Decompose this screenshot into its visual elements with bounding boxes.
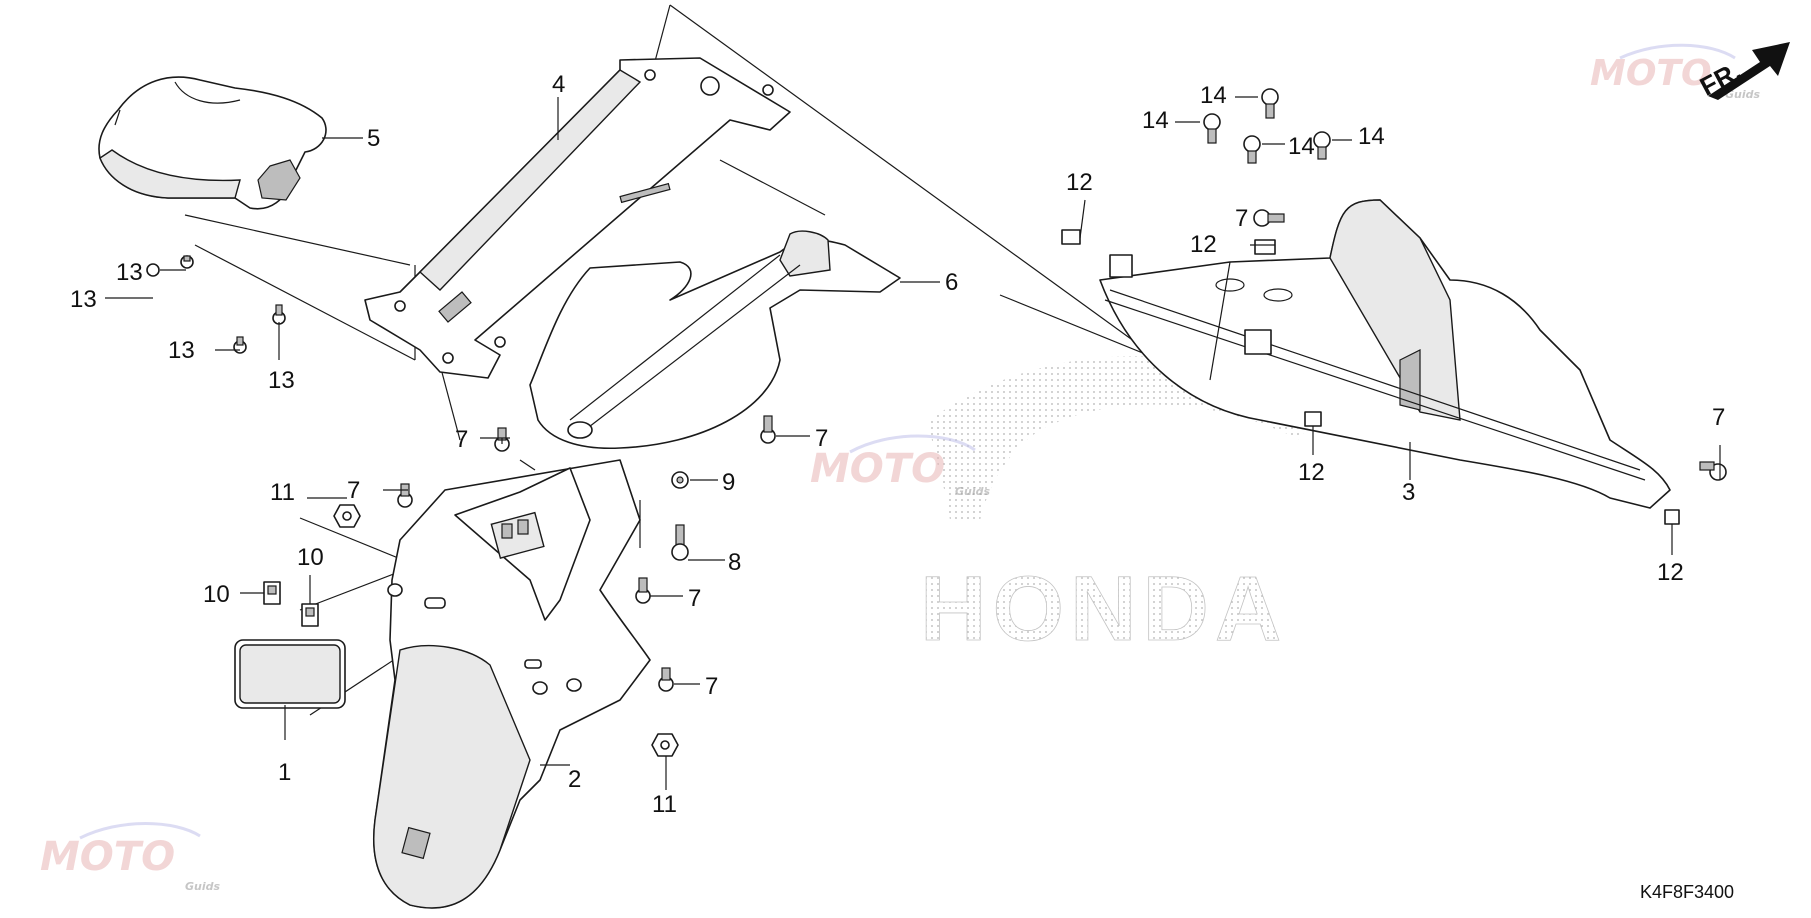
part-5-seat-cowl[interactable] <box>98 76 327 210</box>
bolt-icon[interactable] <box>1243 135 1261 164</box>
callout-13: 13 <box>70 286 97 313</box>
nut-icon[interactable] <box>671 471 689 489</box>
bolt-icon[interactable] <box>1261 88 1279 119</box>
bolt-icon[interactable] <box>1203 113 1221 144</box>
callout-7: 7 <box>705 673 718 700</box>
svg-text:Guids: Guids <box>185 880 221 893</box>
fasteners <box>146 88 1727 757</box>
svg-text:MOTO: MOTO <box>810 446 945 492</box>
bolt-icon[interactable] <box>1313 131 1331 160</box>
bolt-icon[interactable] <box>180 255 194 269</box>
clip-icon[interactable] <box>1254 239 1276 255</box>
diagram-code: K4F8F3400 <box>1640 882 1734 902</box>
part-3-rear-inner-cover[interactable] <box>1099 199 1671 509</box>
svg-text:MOTO: MOTO <box>40 834 175 880</box>
bolt-icon[interactable] <box>397 483 413 508</box>
callout-9: 9 <box>722 469 735 496</box>
bolt-icon[interactable] <box>1699 461 1727 481</box>
svg-text:MOTO: MOTO <box>1590 53 1712 94</box>
callout-14: 14 <box>1358 123 1385 150</box>
callout-1: 1 <box>278 759 291 786</box>
nut-icon[interactable] <box>651 733 679 757</box>
watermark-top-right: MOTO Guids <box>1590 43 1761 101</box>
callout-7: 7 <box>1235 205 1248 232</box>
callout-13: 13 <box>116 259 143 286</box>
bolt-icon[interactable] <box>272 304 286 325</box>
callout-5: 5 <box>367 125 380 152</box>
bolt-icon[interactable] <box>635 577 651 604</box>
callout-10: 10 <box>203 581 230 608</box>
svg-text:Guids: Guids <box>955 485 991 498</box>
callout-14: 14 <box>1142 107 1169 134</box>
callout-13: 13 <box>268 367 295 394</box>
leader-lines <box>105 96 1721 790</box>
clip-icon[interactable] <box>301 603 319 627</box>
callout-12: 12 <box>1190 231 1217 258</box>
callout-4: 4 <box>552 71 565 98</box>
clip-icon[interactable] <box>1664 509 1680 525</box>
part-1-reflector[interactable] <box>234 639 346 709</box>
callout-2: 2 <box>568 766 581 793</box>
callout-labels: 5 6 4 3 2 1 13 13 13 13 7 7 7 7 7 7 7 11… <box>70 71 1725 818</box>
callout-7: 7 <box>688 585 701 612</box>
callout-14: 14 <box>1200 82 1227 109</box>
bolt-icon[interactable] <box>671 524 689 561</box>
callout-6: 6 <box>945 269 958 296</box>
part-4-rear-stay[interactable] <box>364 57 791 379</box>
callout-11: 11 <box>270 479 295 506</box>
callout-7: 7 <box>1712 404 1725 431</box>
callout-8: 8 <box>728 549 741 576</box>
callout-7: 7 <box>347 477 360 504</box>
honda-logo-text: HONDA <box>920 558 1287 660</box>
part-2-rear-fender[interactable] <box>372 459 651 909</box>
clip-icon[interactable] <box>1304 411 1322 427</box>
part-6-inner-fender[interactable] <box>529 230 901 450</box>
bolt-icon[interactable] <box>146 263 160 277</box>
watermark-bottom-left: MOTO Guids <box>40 822 221 893</box>
callout-7: 7 <box>815 425 828 452</box>
clip-icon[interactable] <box>1061 229 1081 245</box>
clip-icon[interactable] <box>263 581 281 605</box>
callout-12: 12 <box>1657 559 1684 586</box>
callout-10: 10 <box>297 544 324 571</box>
callout-13: 13 <box>168 337 195 364</box>
svg-text:Guids: Guids <box>1725 88 1761 101</box>
bolt-icon[interactable] <box>658 667 674 692</box>
callout-14: 14 <box>1288 133 1315 160</box>
watermark-center: MOTO Guids <box>810 434 991 498</box>
callout-11: 11 <box>652 791 677 818</box>
bolt-icon[interactable] <box>1253 209 1285 227</box>
callout-12: 12 <box>1298 459 1325 486</box>
callout-12: 12 <box>1066 169 1093 196</box>
callout-7: 7 <box>455 426 468 453</box>
bolt-icon[interactable] <box>760 415 776 444</box>
callout-3: 3 <box>1402 479 1415 506</box>
nut-icon[interactable] <box>333 504 361 528</box>
